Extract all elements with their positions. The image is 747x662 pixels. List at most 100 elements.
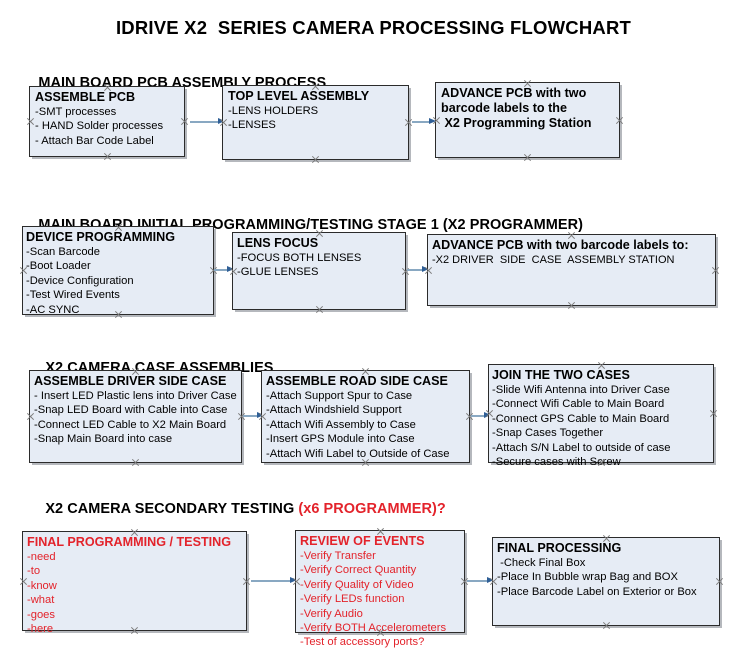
connection-handle-left[interactable] (292, 577, 301, 586)
connection-handle-bottom[interactable] (130, 626, 139, 635)
node-line: -Verify BOTH Accelerometers (300, 622, 447, 635)
node-body: JOIN THE TWO CASES -Slide Wifi Antenna i… (492, 368, 711, 469)
node-line: -Attach Wifi Assembly to Case (266, 418, 416, 431)
arrow-shaft (467, 580, 487, 582)
arrow-shaft (251, 580, 290, 582)
arrow-shaft (243, 415, 257, 417)
page-title: IDRIVE X2 SERIES CAMERA PROCESSING FLOWC… (115, 17, 632, 38)
node-title: ASSEMBLE DRIVER SIDE CASE (34, 374, 227, 388)
arrow-shaft (190, 121, 218, 123)
connection-handle-top[interactable] (523, 79, 532, 88)
connection-handle-right[interactable] (242, 577, 251, 586)
connection-handle-bottom[interactable] (523, 153, 532, 162)
node-body: ASSEMBLE PCB -SMT processes - HAND Solde… (35, 90, 182, 148)
connection-handle-top[interactable] (376, 527, 385, 536)
node-line: -Connect LED Cable to X2 Main Board (34, 418, 227, 431)
node-line-overflow: -Test of accessory ports? (300, 636, 425, 649)
connection-handle-left[interactable] (229, 267, 238, 276)
connection-handle-top[interactable] (114, 223, 123, 232)
node-line: -Place In Bubble wrap Bag and BOX (497, 571, 678, 584)
node-line: -FOCUS BOTH LENSES (237, 252, 362, 264)
connection-handle-bottom[interactable] (103, 152, 112, 161)
node-review-of-events[interactable]: REVIEW OF EVENTS -Verify Transfer -Verif… (292, 527, 465, 648)
connection-handle-top[interactable] (602, 534, 611, 543)
node-line: -LENS HOLDERS (228, 105, 319, 117)
connection-handle-left[interactable] (258, 412, 267, 421)
node-title: REVIEW OF EVENTS (300, 534, 425, 548)
connection-handle-top[interactable] (315, 229, 324, 238)
node-assemble-pcb[interactable]: ASSEMBLE PCB -SMT processes - HAND Solde… (29, 86, 185, 157)
connection-handle-top[interactable] (597, 361, 606, 370)
connection-handle-left[interactable] (219, 118, 228, 127)
connection-handle-top[interactable] (361, 367, 370, 376)
node-line: -Connect GPS Cable to Main Board (492, 412, 670, 425)
node-final-programming-testing[interactable]: FINAL PROGRAMMING / TESTING -need -to -k… (19, 528, 247, 635)
connection-handle-left[interactable] (26, 117, 35, 126)
node-line: -Attach Wifi Label to Outside of Case (266, 447, 450, 460)
node-line: -Place Barcode Label on Exterior or Box (497, 585, 697, 598)
connection-handle-left[interactable] (26, 412, 35, 421)
node-line: -Insert GPS Module into Case (266, 433, 415, 446)
node-device-programming[interactable]: DEVICE PROGRAMMING -Scan Barcode -Boot L… (19, 223, 214, 317)
node-assemble-road-side-case[interactable]: ASSEMBLE ROAD SIDE CASE -Attach Support … (261, 370, 470, 463)
node-title: ASSEMBLE PCB (35, 90, 136, 104)
node-line: -Verify LEDs function (300, 593, 405, 606)
node-line: -Verify Correct Quantity (300, 564, 417, 577)
connection-handle-top[interactable] (130, 528, 139, 537)
connection-handle-bottom[interactable] (361, 458, 370, 467)
node-line: -Verify Quality of Video (300, 578, 414, 591)
connection-handle-left[interactable] (432, 116, 441, 125)
connection-handle-left[interactable] (19, 577, 28, 586)
node-line: -to (27, 565, 41, 578)
connection-handle-bottom[interactable] (311, 155, 320, 164)
node-assemble-driver-side-case[interactable]: ASSEMBLE DRIVER SIDE CASE - Insert LED P… (29, 370, 242, 463)
connection-handle-top[interactable] (311, 82, 320, 91)
node-line: -Slide Wifi Antenna into Driver Case (492, 384, 670, 396)
connection-handle-left[interactable] (424, 266, 433, 275)
node-title: ASSEMBLE ROAD SIDE CASE (266, 374, 448, 388)
node-title: LENS FOCUS (237, 236, 319, 250)
node-join-the-two-cases[interactable]: JOIN THE TWO CASES -Slide Wifi Antenna i… (485, 361, 714, 468)
node-body: FINAL PROCESSING -Check Final Box -Place… (497, 541, 717, 599)
node-body: DEVICE PROGRAMMING -Scan Barcode -Boot L… (26, 230, 211, 317)
connection-handle-top[interactable] (103, 83, 112, 92)
connection-handle-bottom[interactable] (567, 301, 576, 310)
node-advance-pcb-driver-side-station[interactable]: ADVANCE PCB with two barcode labels to: … (427, 234, 716, 306)
connection-handle-bottom[interactable] (315, 305, 324, 314)
node-advance-pcb-programming-station[interactable]: ADVANCE PCB with two barcode labels to t… (435, 82, 620, 158)
section-heading-4-accent: (x6 PROGRAMMER)? (298, 501, 446, 517)
node-final-processing[interactable]: FINAL PROCESSING -Check Final Box -Place… (492, 537, 720, 626)
connection-handle-left[interactable] (485, 409, 494, 418)
connection-handle-bottom[interactable] (376, 628, 385, 637)
node-title: ADVANCE PCB with two (441, 86, 587, 100)
connection-handle-bottom[interactable] (131, 458, 140, 467)
node-top-level-assembly[interactable]: TOP LEVEL ASSEMBLY -LENS HOLDERS -LENSES (222, 85, 409, 160)
node-body: REVIEW OF EVENTS -Verify Transfer -Verif… (300, 534, 462, 650)
connection-handle-bottom[interactable] (114, 310, 123, 319)
node-title: DEVICE PROGRAMMING (26, 230, 176, 244)
connection-handle-left[interactable] (19, 266, 28, 275)
node-line: -know (27, 579, 57, 592)
node-lens-focus[interactable]: LENS FOCUS -FOCUS BOTH LENSES -GLUE LENS… (232, 232, 406, 310)
connection-handle-top[interactable] (567, 231, 576, 240)
node-line: -GLUE LENSES (237, 266, 319, 279)
arrow-shaft (412, 121, 429, 123)
connection-handle-bottom[interactable] (602, 621, 611, 630)
connection-handle-right[interactable] (180, 117, 189, 126)
connection-handle-right[interactable] (709, 409, 718, 418)
connection-handle-right[interactable] (615, 116, 624, 125)
connection-handle-right[interactable] (715, 577, 724, 586)
node-title: FINAL PROGRAMMING / TESTING (27, 535, 232, 549)
node-body: ADVANCE PCB with two barcode labels to t… (441, 86, 617, 131)
connection-handle-top[interactable] (131, 367, 140, 376)
connection-handle-bottom[interactable] (597, 458, 606, 467)
node-line: -Snap Main Board into case (34, 433, 173, 446)
connection-handle-left[interactable] (489, 577, 498, 586)
connection-handle-right[interactable] (711, 266, 720, 275)
node-body: FINAL PROGRAMMING / TESTING -need -to -k… (27, 535, 244, 636)
node-title-line2: barcode labels to the (441, 101, 567, 115)
section-heading-4-text: X2 CAMERA SECONDARY TESTING (45, 501, 299, 517)
node-line: -Attach S/N Label to outside of case (492, 441, 671, 454)
node-body: ASSEMBLE DRIVER SIDE CASE - Insert LED P… (34, 374, 239, 447)
